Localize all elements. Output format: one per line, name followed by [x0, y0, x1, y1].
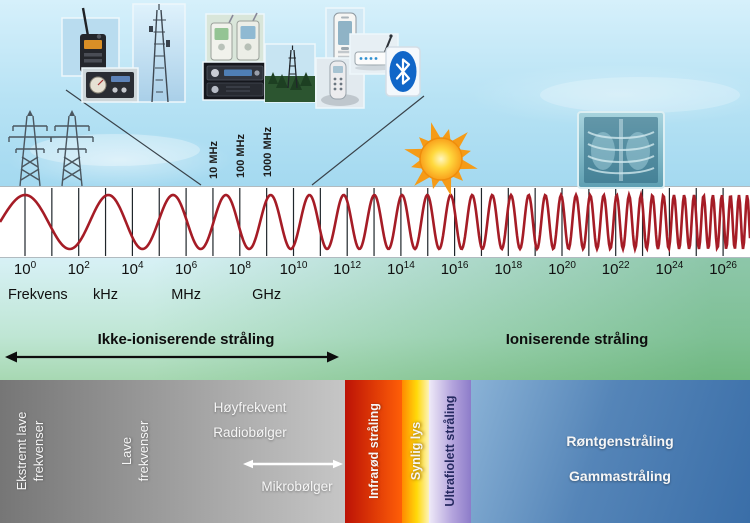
- band-ultraviolet: Ultrafiolett stråling: [429, 380, 471, 523]
- frequency-axis-title: Frekvens: [8, 287, 68, 303]
- band-label-radio-waves: Radiobølger: [213, 425, 287, 440]
- band-visible-light: Synlig lys: [402, 380, 429, 523]
- ionizing-label: Ioniserende stråling: [505, 331, 649, 348]
- lf-line1: Lave: [119, 436, 135, 466]
- band-label-extremely-low-frequencies: Ekstremt lave frekvenser: [14, 412, 48, 491]
- spectrum-bands: Ekstremt lave frekvenser Lave frekvenser…: [0, 380, 750, 523]
- band-infrared: Infrarød stråling: [345, 380, 402, 523]
- band-label-high-frequency: Høyfrekvent: [213, 400, 287, 415]
- wave-band: [0, 186, 750, 258]
- elf-line2: frekvenser: [31, 420, 46, 482]
- band-label-visible-light: Synlig lys: [408, 421, 423, 481]
- band-label-gamma: Gammastråling: [569, 468, 671, 484]
- band-label-microwaves: Mikrobølger: [261, 479, 333, 494]
- lf-line2: frekvenser: [136, 420, 151, 482]
- band-xray-gamma: Røntgenstråling Gammastråling: [471, 380, 750, 523]
- band-label-ultraviolet: Ultrafiolett stråling: [442, 395, 457, 507]
- electromagnetic-wave: [0, 189, 750, 254]
- band-label-infrared: Infrarød stråling: [366, 403, 381, 499]
- elf-line1: Ekstremt lave: [14, 411, 30, 491]
- non-ionizing-label: Ikke-ioniserende stråling: [97, 331, 275, 348]
- band-label-low-frequencies: Lave frekvenser: [119, 421, 153, 482]
- band-label-xray: Røntgenstråling: [566, 433, 674, 449]
- band-radio-frequencies: Ekstremt lave frekvenser Lave frekvenser…: [0, 380, 345, 523]
- sky-background: [0, 0, 750, 186]
